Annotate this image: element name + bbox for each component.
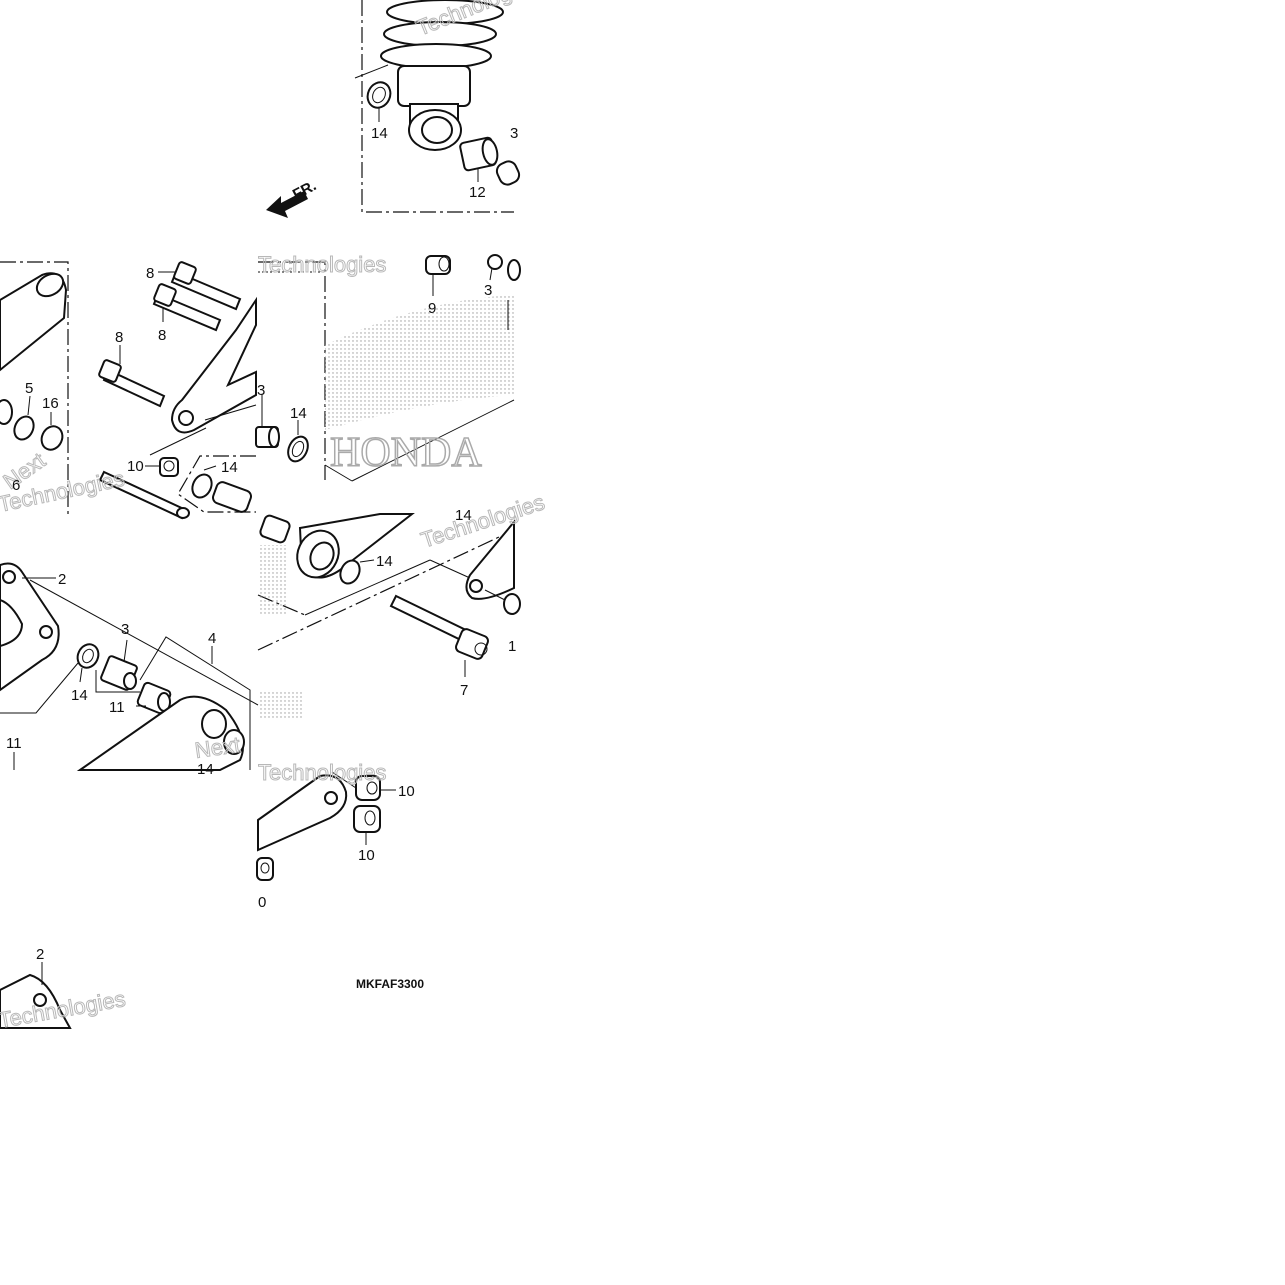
callout-4: 4 bbox=[208, 630, 216, 647]
callout-11: 11 bbox=[6, 735, 22, 752]
middle-right-panel bbox=[257, 513, 521, 677]
part-12-needle-bearing bbox=[459, 136, 499, 172]
part-14-seal-c bbox=[287, 435, 309, 463]
callout-14: 14 bbox=[371, 125, 388, 142]
part-10-nut-d bbox=[256, 857, 274, 881]
callout-14: 14 bbox=[455, 507, 472, 524]
upper-left-panel bbox=[0, 261, 69, 515]
part-3-collar-b bbox=[255, 426, 280, 448]
watermark-5: Technologies bbox=[418, 489, 548, 552]
callout-10: 10 bbox=[358, 847, 375, 864]
callout-14: 14 bbox=[221, 459, 238, 476]
part-14-seal-e bbox=[76, 643, 100, 669]
damper-body bbox=[0, 272, 68, 372]
part-5-o-ring bbox=[13, 415, 35, 441]
part-4-shock-link bbox=[76, 636, 251, 771]
callout-14: 14 bbox=[71, 687, 88, 704]
part-14-oil-seal bbox=[366, 81, 392, 109]
part-3-collar-d bbox=[100, 655, 138, 691]
callout-14: 14 bbox=[376, 553, 393, 570]
long-bolt bbox=[98, 470, 190, 520]
lower-bracket bbox=[257, 774, 348, 852]
middle-left-panel bbox=[0, 562, 304, 771]
part-10-nut-b bbox=[355, 775, 381, 801]
callout-10: 0 bbox=[258, 894, 266, 911]
callout-2: 2 bbox=[36, 946, 44, 963]
bracket-plate bbox=[170, 296, 257, 434]
part-10-nut-c bbox=[353, 805, 381, 833]
brand-mark: HONDA bbox=[330, 430, 482, 476]
watermark-7: Technologies bbox=[258, 760, 386, 785]
shock-spring bbox=[380, 0, 504, 69]
shock-absorber-panel bbox=[354, 0, 521, 213]
callout-16: 16 bbox=[42, 395, 59, 412]
callout-8: 8 bbox=[158, 327, 166, 344]
callout-11: 11 bbox=[109, 699, 125, 716]
callout-8: 8 bbox=[146, 265, 154, 282]
honda-brand-watermark: HONDA bbox=[325, 295, 514, 477]
diagram-code: MKFAF3300 bbox=[356, 977, 424, 991]
callout-7: 7 bbox=[460, 682, 468, 699]
callout-labels: 14 12 3 8 8 8 9 3 5 16 3 14 10 14 6 14 1… bbox=[6, 125, 518, 991]
callout-1: 1 bbox=[508, 638, 516, 655]
callout-10: 10 bbox=[398, 783, 415, 800]
callout-8: 8 bbox=[115, 329, 123, 346]
callout-6: 6 bbox=[12, 477, 20, 494]
upper-middle-panel: HONDA bbox=[255, 254, 521, 482]
watermark-2: Technologies bbox=[258, 252, 386, 277]
shock-lower-body bbox=[397, 65, 471, 151]
right-bracket bbox=[465, 519, 521, 615]
callout-3: 3 bbox=[510, 125, 518, 142]
callout-14: 14 bbox=[197, 761, 214, 778]
part-9-nut bbox=[425, 255, 451, 275]
callout-2: 2 bbox=[58, 571, 66, 588]
part-8-bolt-2 bbox=[152, 283, 222, 332]
part-14-seal-b bbox=[177, 455, 256, 513]
link-arm bbox=[259, 513, 415, 579]
callout-3: 3 bbox=[121, 621, 129, 638]
part-14-seal-d bbox=[339, 559, 361, 585]
callout-3: 3 bbox=[257, 382, 265, 399]
callout-3: 3 bbox=[484, 282, 492, 299]
callout-9: 9 bbox=[428, 300, 436, 317]
callout-12: 12 bbox=[469, 184, 486, 201]
callout-14: 14 bbox=[290, 405, 307, 422]
callout-10: 10 bbox=[127, 458, 144, 475]
part-10-nut-a bbox=[159, 457, 179, 477]
callout-5: 5 bbox=[25, 380, 33, 397]
part-2-link-plate-bottom bbox=[0, 973, 72, 1029]
part-7-bolt bbox=[389, 594, 489, 660]
front-direction-arrow: FR. bbox=[266, 177, 319, 218]
part-8-bolt-3 bbox=[98, 359, 166, 408]
part-16-washer bbox=[40, 425, 64, 451]
part-2-link-plate bbox=[0, 562, 60, 692]
part-8-bolt-1 bbox=[170, 261, 242, 311]
lower-panel bbox=[0, 771, 396, 1029]
